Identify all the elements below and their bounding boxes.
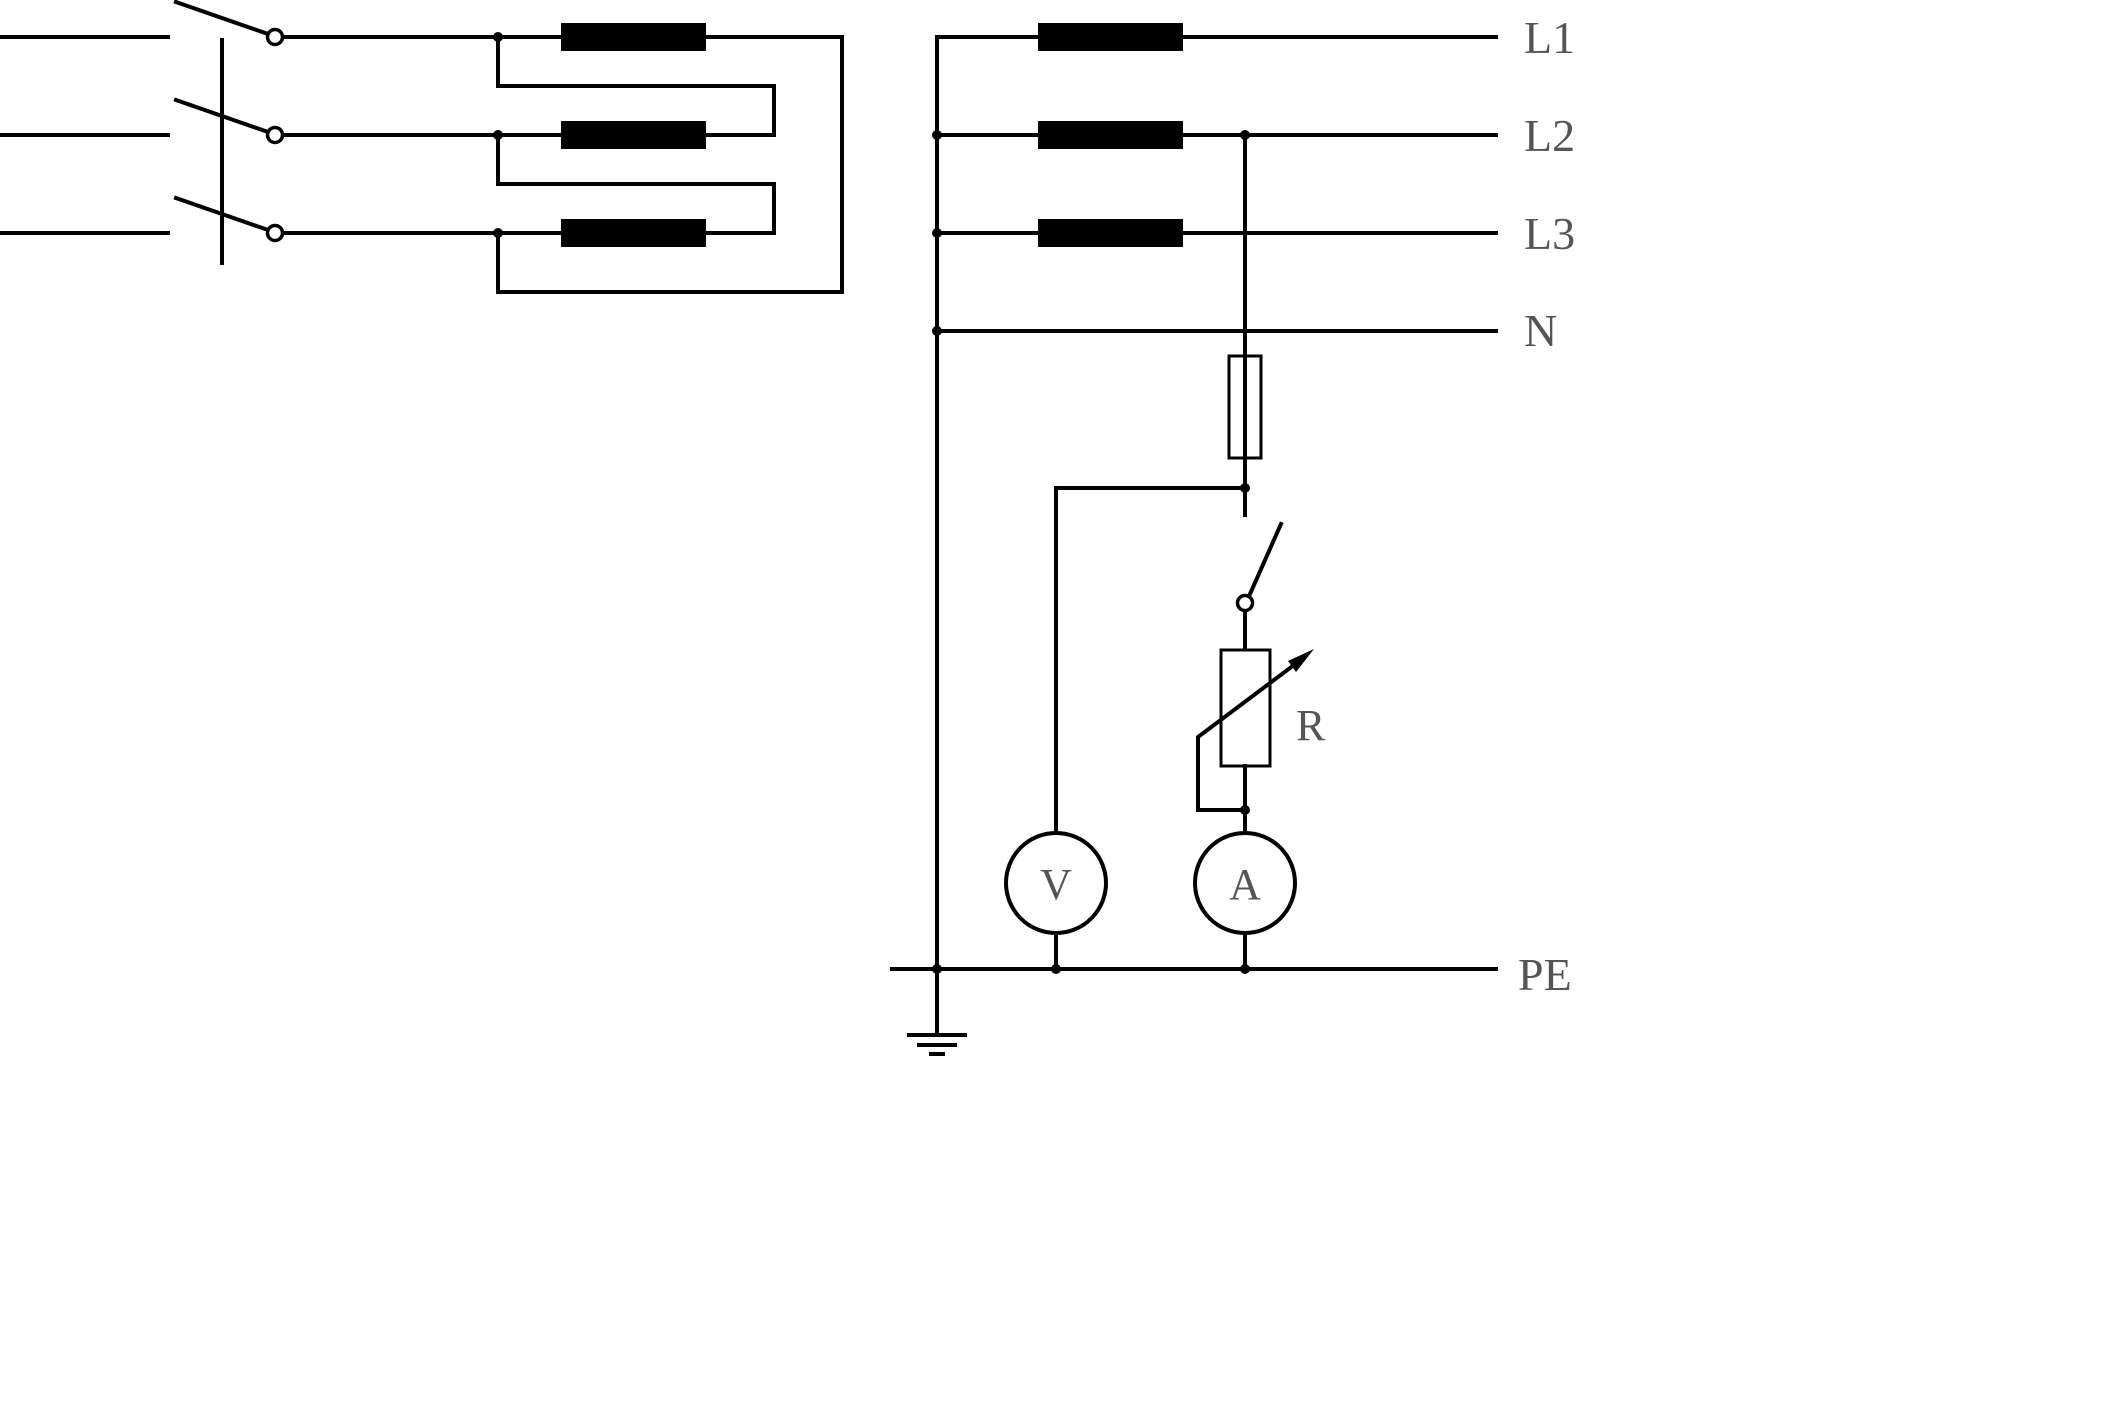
secondary-windings (932, 23, 1498, 1037)
pe-conductor (890, 964, 1498, 974)
circuit-diagram: L1 L2 L3 N PE R V A (0, 0, 1575, 1056)
ammeter-label: A (1229, 860, 1261, 909)
ground-icon (907, 1033, 967, 1056)
measurement-branch (1004, 130, 1314, 971)
input-switch (0, 0, 285, 265)
test-switch-icon (1235, 521, 1284, 613)
label-l2: L2 (1524, 110, 1575, 161)
label-n: N (1524, 305, 1557, 356)
label-l3: L3 (1524, 208, 1575, 259)
resistor-label: R (1296, 701, 1326, 750)
voltmeter-label: V (1040, 860, 1072, 909)
label-l1: L1 (1524, 12, 1575, 63)
variable-resistor-icon (1196, 648, 1314, 812)
label-pe: PE (1518, 949, 1572, 1000)
primary-windings (281, 23, 844, 294)
